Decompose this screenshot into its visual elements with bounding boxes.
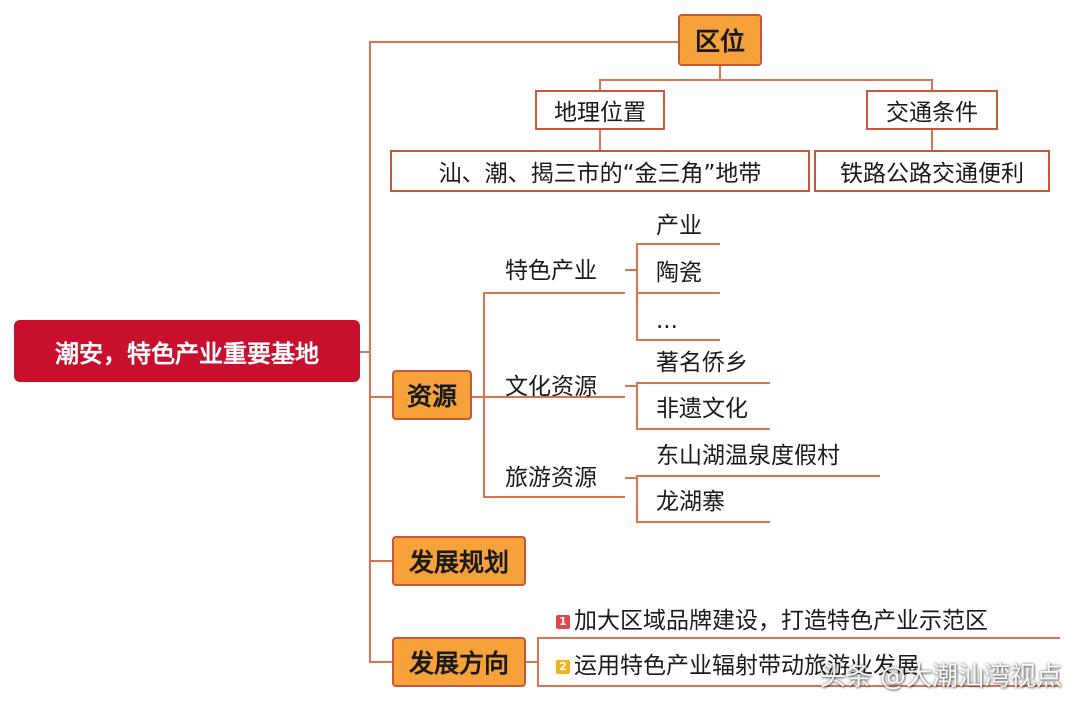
watermark: 头条 @大潮汕湾视点: [819, 662, 1062, 692]
industry-item-1[interactable]: 产业: [656, 213, 702, 239]
connector-root-direction: [369, 561, 392, 663]
tourism-group[interactable]: 旅游资源: [505, 465, 597, 491]
industry-item-3[interactable]: ...: [656, 308, 678, 334]
connector-location-split: [599, 66, 933, 92]
connector-resources-groups: [472, 292, 625, 398]
connector-resources-tourism: [483, 397, 625, 498]
direction-node[interactable]: 发展方向: [392, 637, 526, 687]
culture-group[interactable]: 文化资源: [505, 374, 597, 400]
tourism-item-1[interactable]: 东山湖温泉度假村: [656, 443, 840, 469]
planning-node[interactable]: 发展规划: [392, 536, 526, 586]
number-badge-1: 1: [556, 615, 570, 629]
connector-root-trunk: [360, 41, 678, 353]
transport-node[interactable]: 交通条件: [866, 90, 998, 130]
number-badge-2: 2: [556, 660, 570, 674]
root-node[interactable]: 潮安，特色产业重要基地: [14, 320, 360, 382]
direction-item-2-text: 运用特色产业辐射带动旅游业发展: [574, 653, 919, 679]
resources-node[interactable]: 资源: [392, 370, 472, 420]
transport-detail-node[interactable]: 铁路公路交通便利: [814, 150, 1050, 192]
connector-culture-items: [625, 382, 770, 430]
culture-item-2[interactable]: 非遗文化: [656, 396, 748, 422]
connector-root-planning: [369, 397, 392, 562]
connector-root-resources: [369, 352, 392, 398]
connector-tourism-items: [625, 475, 880, 523]
geo-detail-node[interactable]: 汕、潮、揭三市的“金三角”地带: [390, 150, 810, 192]
tourism-item-2[interactable]: 龙湖寨: [656, 489, 725, 515]
industry-item-2[interactable]: 陶瓷: [656, 260, 702, 286]
direction-item-1[interactable]: 1 加大区域品牌建设，打造特色产业示范区: [556, 606, 988, 636]
direction-item-1-text: 加大区域品牌建设，打造特色产业示范区: [574, 608, 988, 634]
geo-node[interactable]: 地理位置: [535, 90, 665, 130]
culture-item-1[interactable]: 著名侨乡: [656, 350, 748, 376]
connector-direction-items: [526, 637, 1060, 687]
industry-group[interactable]: 特色产业: [505, 258, 597, 284]
location-node[interactable]: 区位: [678, 14, 762, 66]
direction-item-2[interactable]: 2 运用特色产业辐射带动旅游业发展: [556, 651, 919, 681]
connector-industry-items: [625, 243, 720, 341]
